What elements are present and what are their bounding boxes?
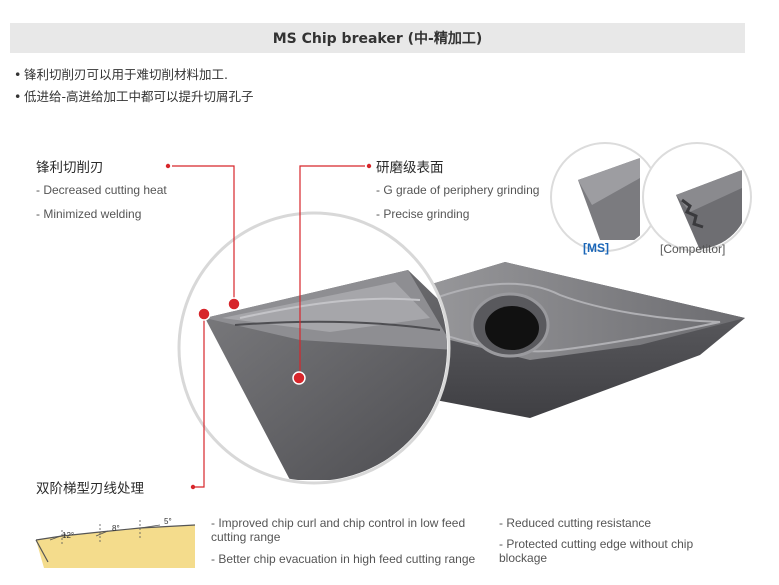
competitor-caption: [Competitor] (660, 242, 726, 256)
sharp-edge-title: 锋利切削刃 (36, 160, 104, 176)
ms-comparison-image (550, 142, 660, 252)
callout-markers (165, 163, 372, 490)
insert-body (405, 262, 745, 418)
callout-leaders (172, 165, 365, 488)
angle-label: 8° (112, 524, 120, 533)
feature-point: - Decreased cutting heat (36, 183, 167, 197)
feature-item: - Improved chip curl and chip control in… (211, 516, 466, 544)
double-step-title: 双阶梯型刃线处理 (36, 481, 144, 497)
section-title: MS Chip breaker (中-精加工) (272, 31, 483, 47)
feature-item: - Reduced cutting resistance (499, 516, 652, 530)
intro-bullets: •锋利切削刃可以用于难切削材料加工. •低进给-高进给加工中都可以提升切屑孔子 (14, 64, 254, 108)
section-header: MS Chip breaker (中-精加工) (10, 23, 745, 53)
feature-point: - G grade of periphery grinding (376, 183, 540, 197)
ground-surface-points: - G grade of periphery grinding - Precis… (376, 178, 539, 226)
ms-caption: [MS] (583, 241, 609, 255)
competitor-comparison-image (642, 142, 752, 252)
edge-angle-diagram (35, 520, 196, 568)
feature-item: - Better chip evacuation in high feed cu… (211, 552, 476, 566)
magnified-edge-view (177, 211, 451, 485)
ground-surface-title: 研磨级表面 (376, 160, 444, 176)
angle-label: 12° (62, 531, 75, 540)
sharp-edge-points: - Decreased cutting heat - Minimized wel… (36, 178, 167, 226)
feature-point: - Minimized welding (36, 207, 142, 221)
bullet-item: •低进给-高进给加工中都可以提升切屑孔子 (14, 89, 254, 104)
bullet-item: •锋利切削刃可以用于难切削材料加工. (14, 67, 228, 82)
angle-label: 5° (164, 517, 172, 526)
feature-point: - Precise grinding (376, 207, 470, 221)
feature-item: - Protected cutting edge without chip bl… (499, 537, 694, 565)
